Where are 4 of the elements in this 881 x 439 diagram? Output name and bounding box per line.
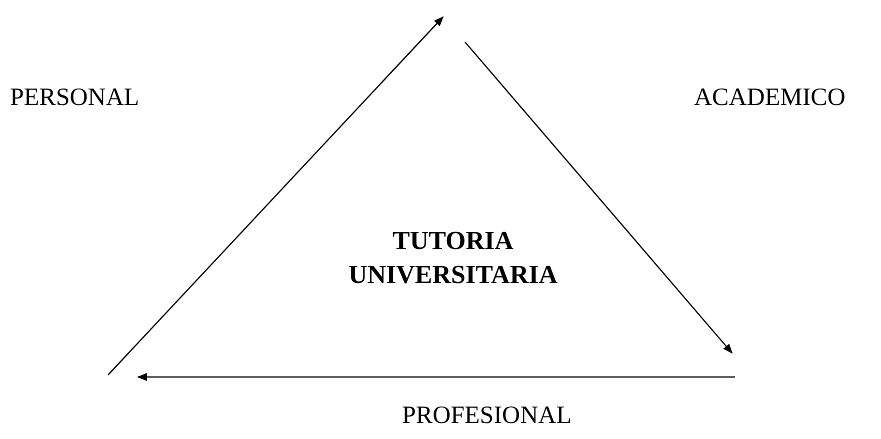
side-label: PERSONAL bbox=[10, 83, 140, 113]
side-label: PROFESIONAL bbox=[402, 401, 572, 431]
side-label: ACADEMICO bbox=[694, 83, 846, 113]
center-title: TUTORIA UNIVERSITARIA bbox=[347, 225, 558, 291]
